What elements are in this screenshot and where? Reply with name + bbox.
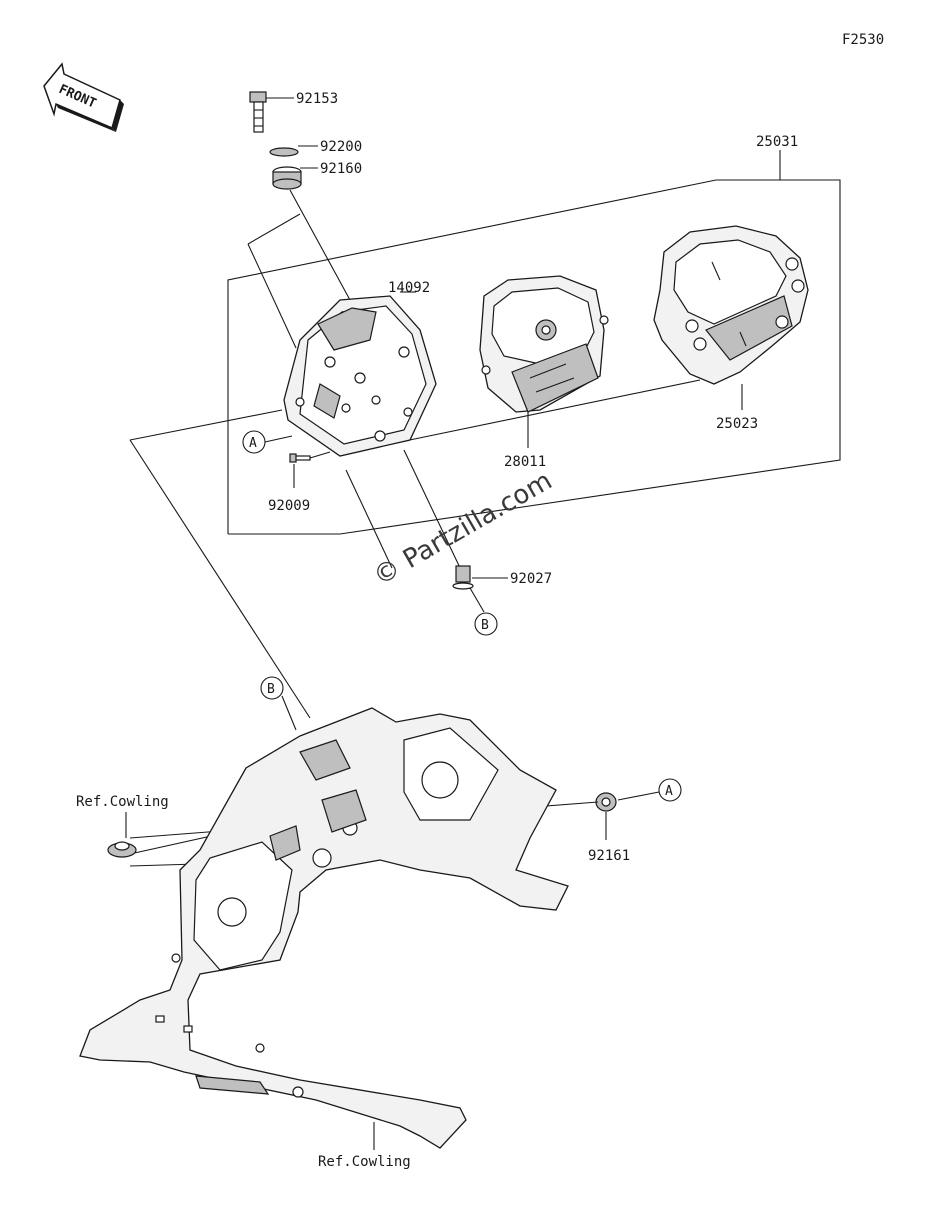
part-label-92153: 92153 bbox=[296, 91, 338, 107]
callout-a-lower-label: A bbox=[665, 784, 673, 799]
meter-case-14092 bbox=[283, 295, 437, 457]
ref-cowling-bottom-label: Ref.Cowling bbox=[318, 1154, 411, 1170]
grommet-92161 bbox=[595, 792, 617, 812]
part-label-92161: 92161 bbox=[588, 848, 630, 864]
nut-ref-cowling bbox=[107, 841, 137, 858]
callout-b-upper-label: B bbox=[481, 618, 489, 633]
meter-cover-25023 bbox=[653, 225, 809, 385]
figure-code: F2530 bbox=[842, 32, 884, 48]
part-label-92200: 92200 bbox=[320, 139, 362, 155]
collar-92027 bbox=[452, 565, 474, 590]
callout-b-lower-label: B bbox=[267, 682, 275, 697]
callout-a-upper-label: A bbox=[249, 436, 257, 451]
meter-unit-28011 bbox=[479, 275, 609, 413]
part-label-92009: 92009 bbox=[268, 498, 310, 514]
callout-b-lower bbox=[260, 676, 284, 700]
callout-b-upper bbox=[474, 612, 498, 636]
part-label-25031: 25031 bbox=[756, 134, 798, 150]
ref-cowling-left-label: Ref.Cowling bbox=[76, 794, 169, 810]
bolt-92153 bbox=[249, 91, 267, 133]
part-label-92027: 92027 bbox=[510, 571, 552, 587]
screw-92009 bbox=[289, 453, 311, 463]
washer-92200 bbox=[269, 147, 299, 157]
assembly-bracket-25031 bbox=[227, 179, 841, 535]
part-label-14092: 14092 bbox=[388, 280, 430, 296]
part-label-28011: 28011 bbox=[504, 454, 546, 470]
meter-stay-bracket bbox=[79, 707, 569, 1149]
front-arrow-icon: FRONT bbox=[43, 62, 124, 132]
damper-92160 bbox=[272, 166, 302, 190]
part-label-92160: 92160 bbox=[320, 161, 362, 177]
part-label-25023: 25023 bbox=[716, 416, 758, 432]
callout-a-lower bbox=[658, 778, 682, 802]
